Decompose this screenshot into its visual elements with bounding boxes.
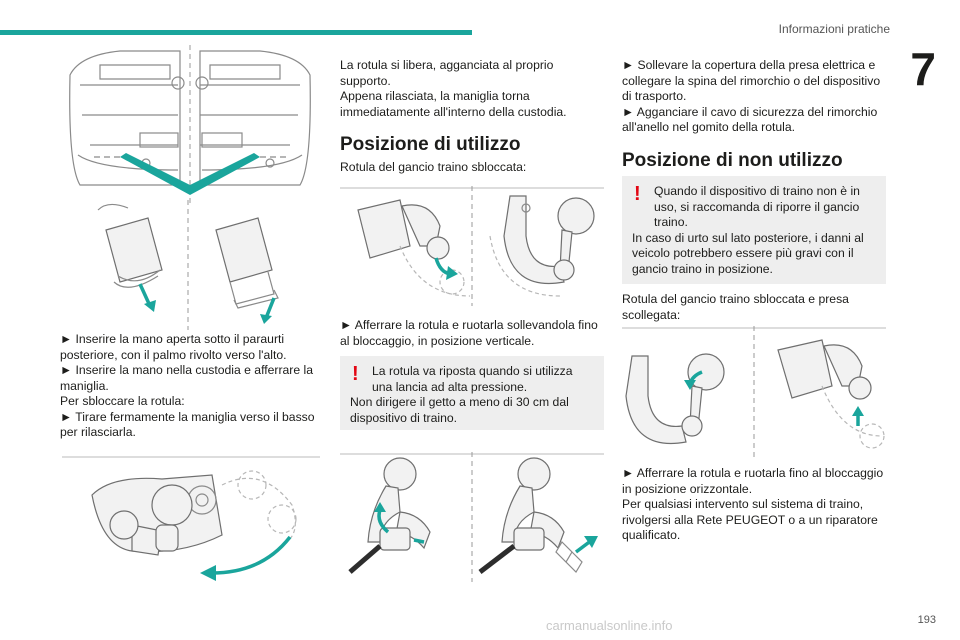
section-title: Informazioni pratiche bbox=[778, 22, 890, 36]
watermark: carmanualsonline.info bbox=[546, 618, 673, 633]
heading-usage-position: Posizione di utilizzo bbox=[340, 134, 521, 155]
header-accent-bar bbox=[0, 30, 472, 35]
page-number: 193 bbox=[917, 614, 936, 626]
col3-step-1: ► Sollevare la copertura della presa ele… bbox=[622, 58, 881, 103]
warning-box-pressure-washer: ! La rotula va riposta quando si utilizz… bbox=[340, 356, 604, 430]
col3-caption: Rotula del gancio traino sbloccata e pre… bbox=[622, 292, 849, 322]
warning-text-2: In caso di urto sul lato posteriore, i d… bbox=[632, 230, 864, 276]
car-rear-illustration bbox=[69, 45, 311, 205]
chapter-number: 7 bbox=[910, 43, 936, 95]
col3-final-2: Per qualsiasi intervento sul sistema di … bbox=[622, 497, 878, 542]
warning-text-1: La rotula va riposta quando si utilizza … bbox=[372, 364, 573, 394]
towball-rotate-illustration bbox=[340, 186, 604, 306]
warning-box-store-towball: ! Quando il dispositivo di traino non è … bbox=[622, 176, 886, 284]
warning-exclamation-icon: ! bbox=[352, 363, 359, 385]
warning-exclamation-icon: ! bbox=[634, 183, 641, 205]
col3-step-2: ► Agganciare il cavo di sicurezza del ri… bbox=[622, 104, 878, 135]
col3-final-1: ► Afferrare la rotula e ruotarla fino al… bbox=[622, 466, 884, 496]
col1-step-2: ► Inserire la mano nella custodia e affe… bbox=[60, 363, 314, 393]
col2-intro-2: Appena rilasciata, la maniglia torna imm… bbox=[340, 89, 567, 119]
col1-text: ► Inserire la mano aperta sotto il parau… bbox=[60, 332, 322, 441]
handle-illustration bbox=[97, 200, 279, 330]
col2-intro: La rotula si libera, agganciata al propr… bbox=[340, 58, 604, 120]
col3-final: ► Afferrare la rotula e ruotarla fino al… bbox=[622, 466, 886, 544]
towball-stow-illustration bbox=[622, 326, 886, 461]
col1-step-1: ► Inserire la mano aperta sotto il parau… bbox=[60, 332, 287, 362]
col2-caption: Rotula del gancio traino sbloccata: bbox=[340, 160, 527, 174]
col2-step: ► Afferrare la rotula e ruotarla solleva… bbox=[340, 318, 598, 348]
warning-text-2: Non dirigere il getto a meno di 30 cm da… bbox=[350, 395, 569, 425]
col3-steps: ► Sollevare la copertura della presa ele… bbox=[622, 58, 886, 136]
towball-release-illustration bbox=[62, 456, 320, 581]
trailer-plug-illustration bbox=[340, 452, 604, 582]
col2-intro-1: La rotula si libera, agganciata al propr… bbox=[340, 58, 554, 88]
heading-non-usage-position: Posizione di non utilizzo bbox=[622, 150, 843, 171]
warning-text-1: Quando il dispositivo di traino non è in… bbox=[654, 184, 860, 229]
col1-step-4: ► Tirare fermamente la maniglia verso il… bbox=[60, 409, 315, 440]
col1-step-3: Per sbloccare la rotula: bbox=[60, 394, 185, 408]
